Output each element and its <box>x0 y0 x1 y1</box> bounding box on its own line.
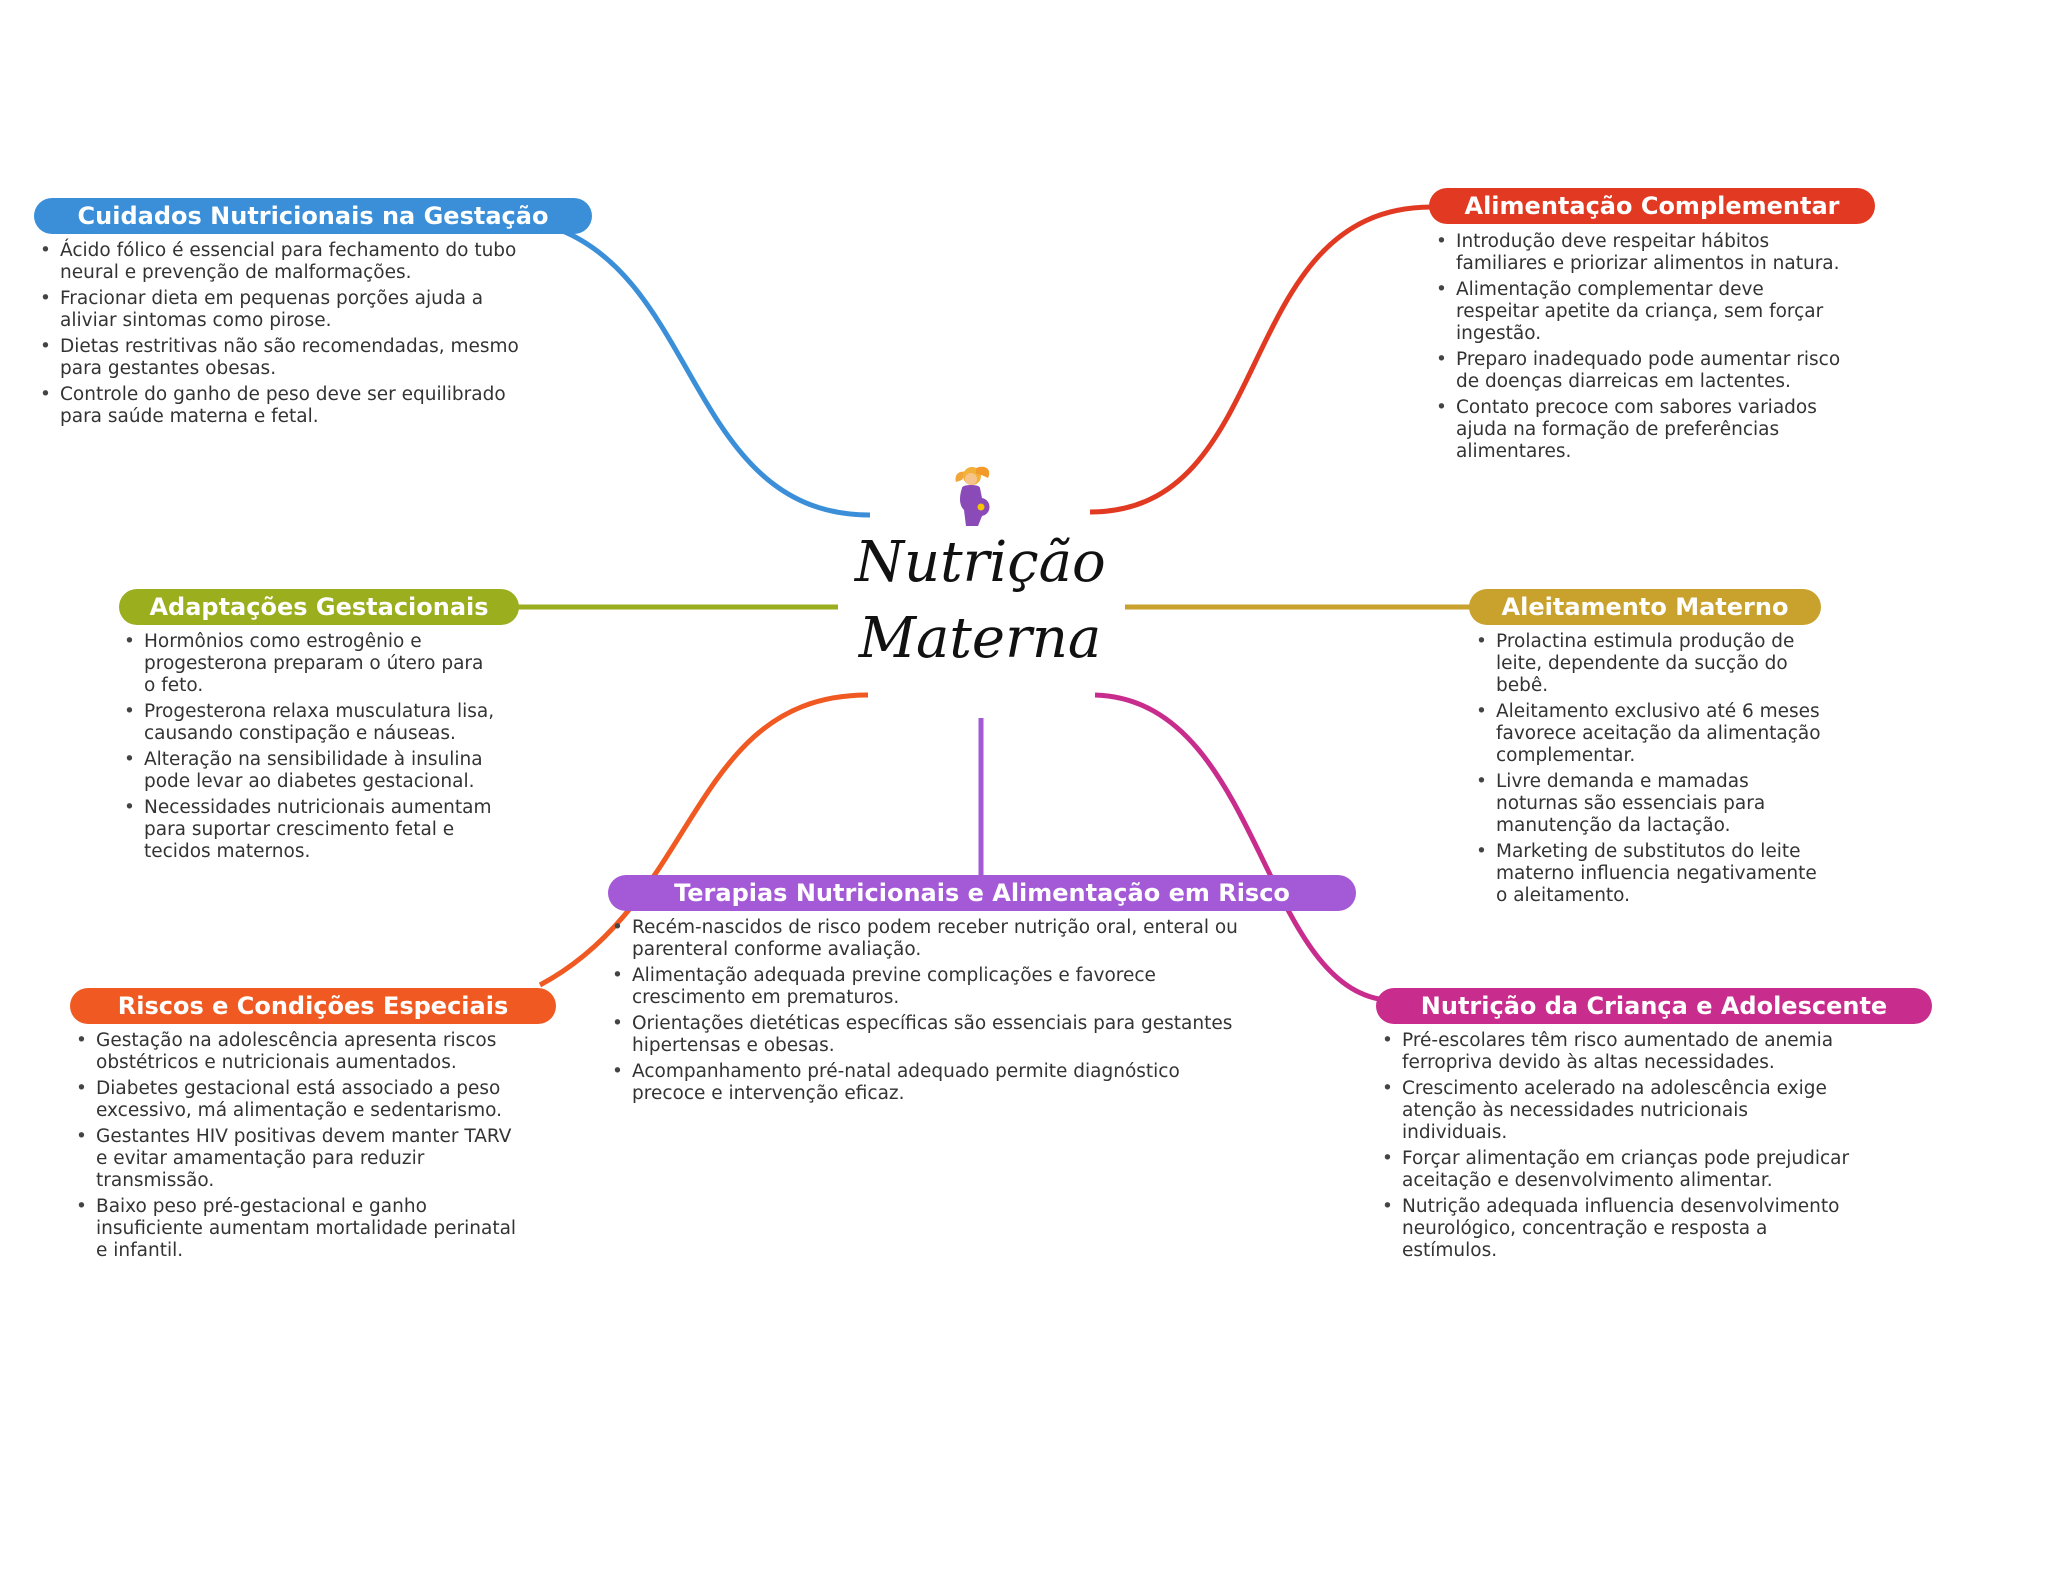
branch-aleitamento-list: Prolactina estimula produção de leite, d… <box>1472 631 1822 911</box>
list-item: Hormônios como estrogênio e progesterona… <box>120 631 500 697</box>
pregnant-woman-icon <box>948 462 1000 528</box>
branch-complementar-title[interactable]: Alimentação Complementar <box>1429 188 1875 224</box>
branch-crianca-list: Pré-escolares têm risco aumentado de ane… <box>1378 1030 1858 1266</box>
list-item: Gestantes HIV positivas devem manter TAR… <box>72 1126 522 1192</box>
central-topic-line-2: Materna <box>858 606 1102 671</box>
connector-gestacao <box>554 225 871 518</box>
branch-complementar-list: Introdução deve respeitar hábitos famili… <box>1432 231 1852 467</box>
list-item: Introdução deve respeitar hábitos famili… <box>1432 231 1852 275</box>
branch-adaptacoes-title[interactable]: Adaptações Gestacionais <box>119 589 519 625</box>
list-item: Aleitamento exclusivo até 6 meses favore… <box>1472 701 1822 767</box>
list-item: Recém-nascidos de risco podem receber nu… <box>608 917 1238 961</box>
list-item: Gestação na adolescência apresenta risco… <box>72 1030 522 1074</box>
list-item: Preparo inadequado pode aumentar risco d… <box>1432 349 1852 393</box>
branch-aleitamento-title[interactable]: Aleitamento Materno <box>1469 589 1821 625</box>
list-item: Orientações dietéticas específicas são e… <box>608 1013 1238 1057</box>
central-topic-line-1: Nutrição <box>855 530 1106 595</box>
list-item: Marketing de substitutos do leite matern… <box>1472 841 1822 907</box>
list-item: Prolactina estimula produção de leite, d… <box>1472 631 1822 697</box>
list-item: Ácido fólico é essencial para fechamento… <box>36 240 536 284</box>
list-item: Crescimento acelerado na adolescência ex… <box>1378 1078 1858 1144</box>
list-item: Fracionar dieta em pequenas porções ajud… <box>36 288 536 332</box>
branch-adaptacoes-list: Hormônios como estrogênio e progesterona… <box>120 631 500 867</box>
list-item: Controle do ganho de peso deve ser equil… <box>36 384 536 428</box>
connector-crianca <box>1094 692 1386 1003</box>
list-item: Livre demanda e mamadas noturnas são ess… <box>1472 771 1822 837</box>
list-item: Forçar alimentação em crianças pode prej… <box>1378 1148 1858 1192</box>
branch-riscos-list: Gestação na adolescência apresenta risco… <box>72 1030 522 1266</box>
branch-terapias-title[interactable]: Terapias Nutricionais e Alimentação em R… <box>608 875 1356 911</box>
branch-riscos-title[interactable]: Riscos e Condições Especiais <box>70 988 556 1024</box>
list-item: Baixo peso pré-gestacional e ganho insuf… <box>72 1196 522 1262</box>
list-item: Diabetes gestacional está associado a pe… <box>72 1078 522 1122</box>
list-item: Necessidades nutricionais aumentam para … <box>120 797 500 863</box>
branch-gestacao-list: Ácido fólico é essencial para fechamento… <box>36 240 536 432</box>
central-topic: Nutrição Materna <box>855 525 1106 677</box>
list-item: Alimentação complementar deve respeitar … <box>1432 279 1852 345</box>
branch-gestacao-title[interactable]: Cuidados Nutricionais na Gestação <box>34 198 592 234</box>
list-item: Nutrição adequada influencia desenvolvim… <box>1378 1196 1858 1262</box>
connector-riscos <box>538 692 869 988</box>
list-item: Dietas restritivas não são recomendadas,… <box>36 336 536 380</box>
list-item: Alteração na sensibilidade à insulina po… <box>120 749 500 793</box>
list-item: Pré-escolares têm risco aumentado de ane… <box>1378 1030 1858 1074</box>
branch-terapias-list: Recém-nascidos de risco podem receber nu… <box>608 917 1238 1109</box>
list-item: Alimentação adequada previne complicaçõe… <box>608 965 1238 1009</box>
list-item: Progesterona relaxa musculatura lisa, ca… <box>120 701 500 745</box>
connector-complementar <box>1089 204 1433 515</box>
list-item: Contato precoce com sabores variados aju… <box>1432 397 1852 463</box>
list-item: Acompanhamento pré-natal adequado permit… <box>608 1061 1238 1105</box>
branch-crianca-title[interactable]: Nutrição da Criança e Adolescente <box>1376 988 1932 1024</box>
